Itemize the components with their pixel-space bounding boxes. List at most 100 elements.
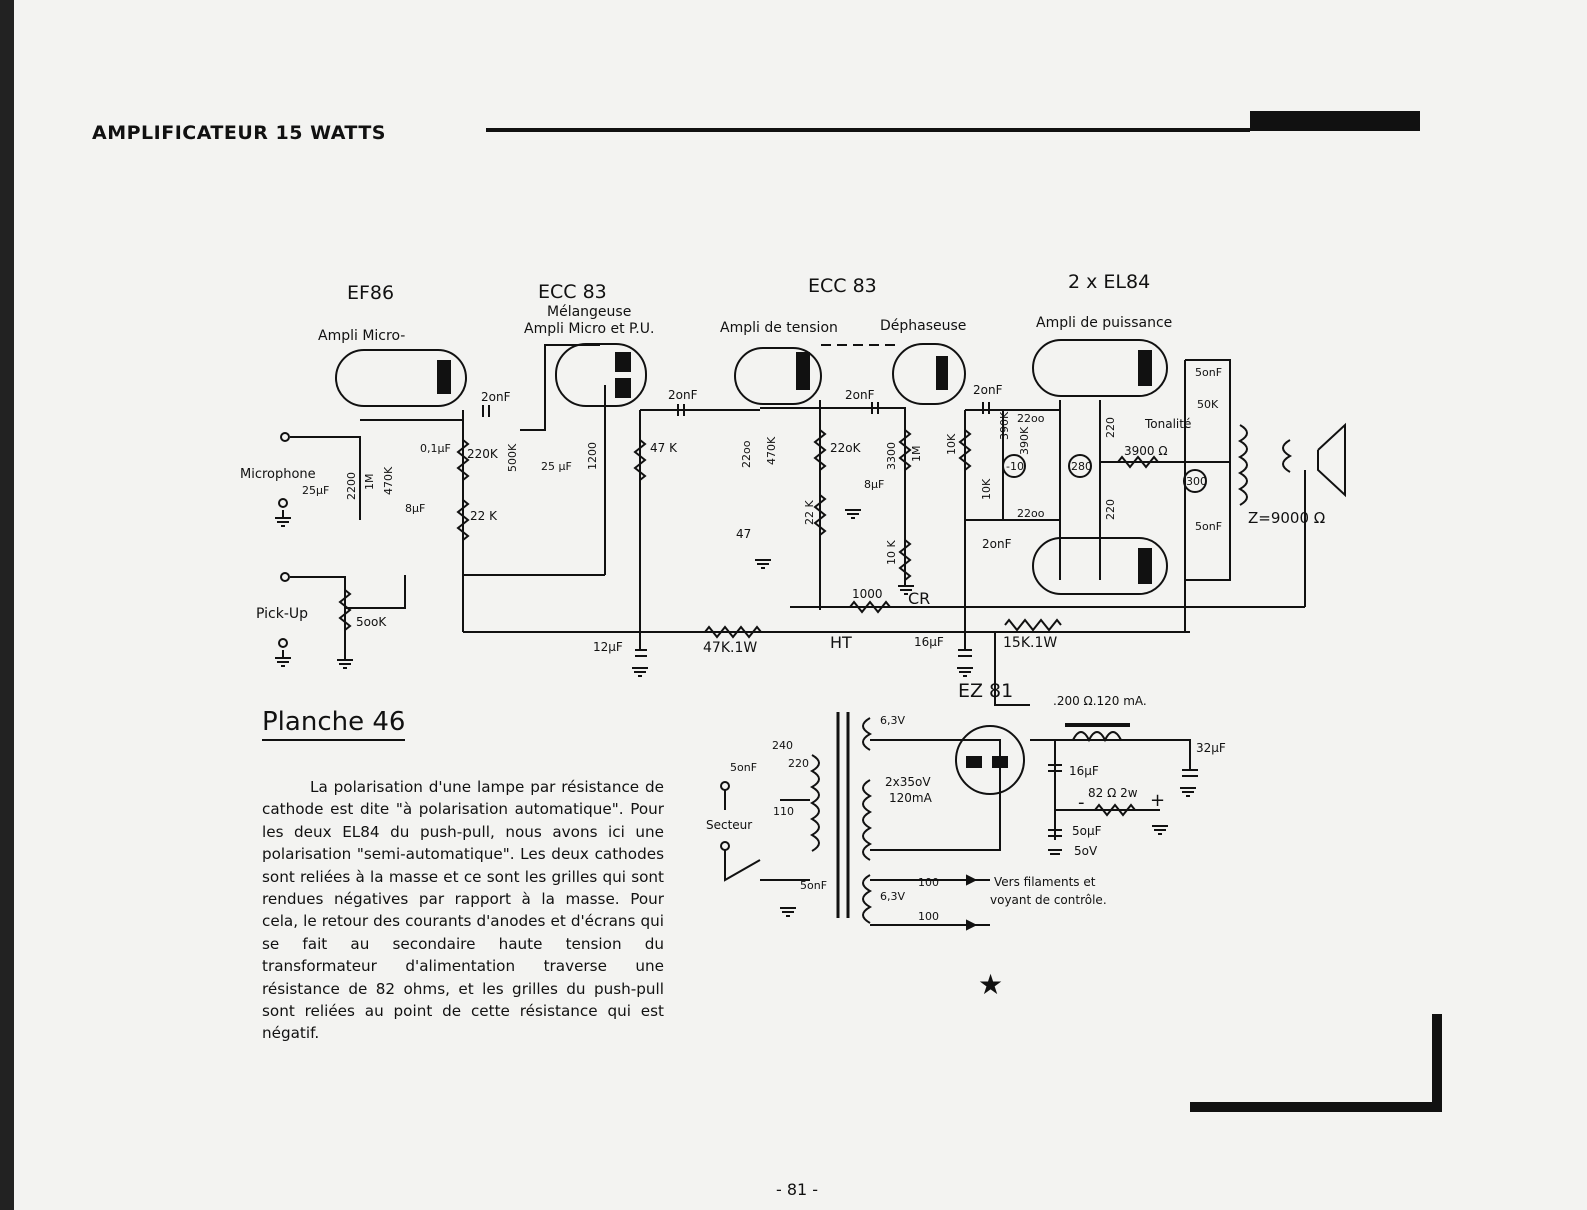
header-rule <box>486 128 1250 132</box>
tube-el84-top <box>1032 339 1168 397</box>
c-25uf: 25 μF <box>541 460 572 473</box>
ecc83-a-name: ECC 83 <box>538 281 607 303</box>
r-100b: 100 <box>918 910 939 923</box>
c-25uf-micro: 25μF <box>302 484 329 497</box>
r-10k: 10K <box>945 433 958 455</box>
r-1200: 1200 <box>586 442 599 470</box>
r-500k-pu: 5ooK <box>356 615 387 629</box>
r-22k: 22 K <box>470 509 498 523</box>
choke-label: .200 Ω.120 mA. <box>1053 694 1147 708</box>
v-50: 5oV <box>1074 844 1098 858</box>
c-32uf: 32μF <box>1196 741 1226 755</box>
planche-title: Planche 46 <box>262 707 406 741</box>
microphone-label: Microphone <box>240 467 316 482</box>
tube-ef86 <box>335 349 467 407</box>
header-bar <box>1250 111 1420 131</box>
ecc83-b-role1: Ampli de tension <box>720 320 838 336</box>
c-20nf-1: 2onF <box>481 390 511 404</box>
corner-mark-vertical <box>1432 1014 1442 1110</box>
r-47k-1w: 47K.1W <box>703 640 757 656</box>
neg10-point: -10 <box>1006 460 1024 473</box>
r-1000: 1000 <box>852 587 883 601</box>
v280-point: 280 <box>1071 460 1092 473</box>
tap-240: 240 <box>772 739 793 752</box>
r-1m: 1M <box>363 474 376 491</box>
r-220kb: 22oK <box>830 441 862 455</box>
c-20nf-5: 2onF <box>982 537 1012 551</box>
r-390k-b: 390K <box>1018 426 1031 455</box>
c-50nf-sec: 5onF <box>730 761 757 774</box>
corner-mark-horizontal <box>1190 1102 1442 1112</box>
page-number: - 81 - <box>776 1180 819 1199</box>
r-1m-b: 1M <box>910 446 923 463</box>
tonalite-label: Tonalité <box>1144 417 1191 431</box>
r-470k: 470K <box>382 466 395 495</box>
ez81-name: EZ 81 <box>958 680 1013 702</box>
explanation-paragraph: La polarisation d'une lampe par résistan… <box>262 776 664 1045</box>
explanation-text: La polarisation d'une lampe par résistan… <box>262 778 664 1043</box>
r-22kb: 22 K <box>803 500 816 525</box>
c-20nf-4: 2onF <box>973 383 1003 397</box>
v-63b: 6,3V <box>880 890 905 903</box>
r-47: 47 <box>736 527 751 541</box>
ecc83-a-role1: Mélangeuse <box>547 304 631 320</box>
c-12uf: 12μF <box>593 640 623 654</box>
r-50k: 50K <box>1197 398 1219 411</box>
r-2200d: 22oo <box>1017 507 1045 520</box>
r-10k-c: 10K <box>980 478 993 500</box>
cr-label: CR <box>908 589 930 608</box>
c-01uf: 0,1μF <box>420 442 451 455</box>
r-390k: 390K <box>998 411 1011 440</box>
ht-label: HT <box>830 633 852 652</box>
z-9000: Z=9000 Ω <box>1248 509 1325 527</box>
tube-el84-bottom <box>1032 537 1168 595</box>
r-47k: 47 K <box>650 441 678 455</box>
hv-ma-label: 120mA <box>889 791 933 805</box>
r-500k: 500K <box>506 443 519 472</box>
tap-220: 220 <box>788 757 809 770</box>
tube-ecc83-b-2 <box>892 343 966 405</box>
tube-ez81 <box>955 725 1025 795</box>
r-82: 82 Ω 2w <box>1088 786 1138 800</box>
star-icon: ★ <box>978 968 1004 1001</box>
c-50nf: 5onF <box>1195 366 1222 379</box>
c-50nf-b: 5onF <box>1195 520 1222 533</box>
c-16uf-b: 16μF <box>1069 764 1099 778</box>
c-8uf-b: 8μF <box>864 478 884 491</box>
r-100: 100 <box>918 876 939 889</box>
r-2200: 2200 <box>345 472 358 500</box>
r-10k-b: 10 K <box>885 540 898 565</box>
filaments-line1: Vers filaments et <box>994 875 1096 889</box>
pickup-label: Pick-Up <box>256 606 308 622</box>
page-edge <box>0 0 14 1210</box>
tube-ecc83-a <box>555 343 647 407</box>
c-16uf: 16μF <box>914 635 944 649</box>
v-63: 6,3V <box>880 714 905 727</box>
tube-ecc83-b-1 <box>734 347 822 405</box>
r-470kb: 470K <box>765 436 778 465</box>
secteur-label: Secteur <box>706 818 752 832</box>
plus-sign: + <box>1150 790 1165 811</box>
page-header-title: AMPLIFICATEUR 15 WATTS <box>92 122 386 144</box>
minus-sign: - <box>1078 792 1085 813</box>
r-3900: 3900 Ω <box>1124 444 1168 458</box>
el84-role: Ampli de puissance <box>1036 315 1172 331</box>
el84-name: 2 x EL84 <box>1068 271 1150 293</box>
ecc83-b-name: ECC 83 <box>808 275 877 297</box>
r-220k: 220K <box>467 447 499 461</box>
r-220b: 220 <box>1104 499 1117 520</box>
filaments-line2: voyant de contrôle. <box>990 893 1107 907</box>
ecc83-a-role2: Ampli Micro et P.U. <box>524 321 654 337</box>
ef86-name: EF86 <box>347 282 394 304</box>
tap-110: 110 <box>773 805 794 818</box>
hv-label: 2x35oV <box>885 775 931 789</box>
r-2200c: 22oo <box>1017 412 1045 425</box>
r-220: 220 <box>1104 417 1117 438</box>
c-20nf-3: 2onF <box>845 388 875 402</box>
c-50uf: 5oμF <box>1072 824 1102 838</box>
r-15k-1w: 15K.1W <box>1003 635 1057 651</box>
c-50nf-sec-b: 5onF <box>800 879 827 892</box>
ef86-role: Ampli Micro- <box>318 328 405 344</box>
c-20nf-2: 2onF <box>668 388 698 402</box>
